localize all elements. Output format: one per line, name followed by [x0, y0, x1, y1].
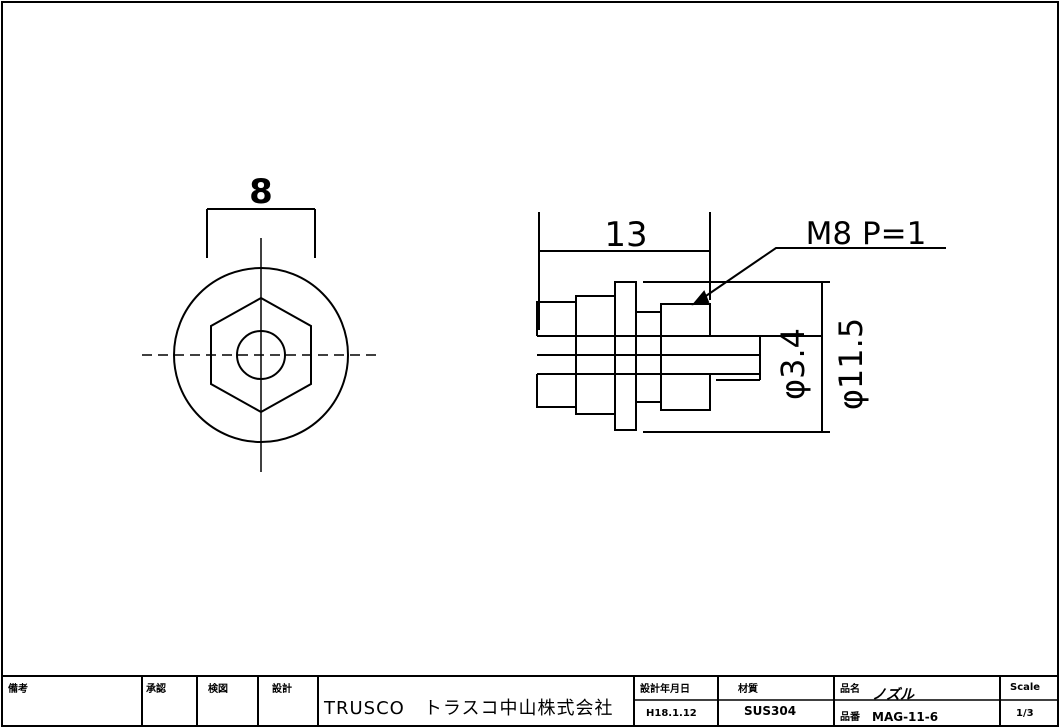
- side-top-profile: [536, 281, 711, 336]
- side-bottom-profile: [536, 374, 711, 431]
- front-view: [142, 208, 380, 472]
- part-name-value: ノズル: [872, 687, 914, 703]
- checked-label: 検図: [208, 684, 228, 695]
- title-block-grid: [2, 675, 1058, 726]
- scale-value: 1/3: [1016, 708, 1034, 719]
- dim-text-outer: φ11.5: [832, 318, 870, 410]
- dim-text-bore: φ3.4: [774, 328, 812, 400]
- remarks-label: 備考: [8, 684, 28, 695]
- part-name-label: 品名: [840, 684, 860, 695]
- designed-label: 設計: [272, 684, 292, 695]
- side-view: [536, 212, 946, 433]
- part-number-value: MAG-11-6: [872, 710, 939, 724]
- dim-text-8: 8: [249, 172, 273, 212]
- thread-spec-text: M8 P=1: [806, 216, 927, 252]
- material-label: 材質: [738, 684, 758, 695]
- material-value: SUS304: [744, 704, 797, 718]
- design-date-label: 設計年月日: [640, 684, 690, 695]
- scale-label: Scale: [1010, 682, 1041, 693]
- part-number-label: 品番: [840, 712, 860, 723]
- company-name: TRUSCO トラスコ中山株式会社: [324, 698, 614, 719]
- approved-label: 承認: [146, 684, 166, 695]
- title-block: 備考 承認 検図 設計 TRUSCO トラスコ中山株式会社 設計年月日 H18.…: [0, 676, 1060, 728]
- dim-text-13: 13: [604, 215, 647, 255]
- design-date-value: H18.1.12: [646, 708, 697, 719]
- leader-arrowhead: [691, 290, 710, 306]
